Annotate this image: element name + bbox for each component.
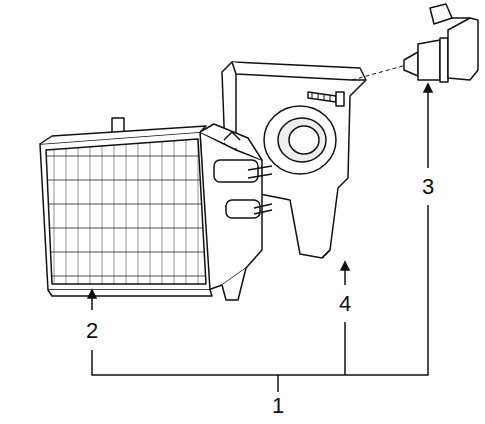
callout-number: 4 [337, 292, 353, 316]
leader-lines [88, 84, 432, 392]
callout-number: 3 [420, 175, 436, 199]
adjuster-screw [308, 92, 344, 106]
headlamp-bulb [352, 4, 478, 82]
headlamp-lens [40, 126, 212, 296]
callout-number: 2 [84, 319, 100, 343]
callout-number: 1 [270, 394, 286, 418]
